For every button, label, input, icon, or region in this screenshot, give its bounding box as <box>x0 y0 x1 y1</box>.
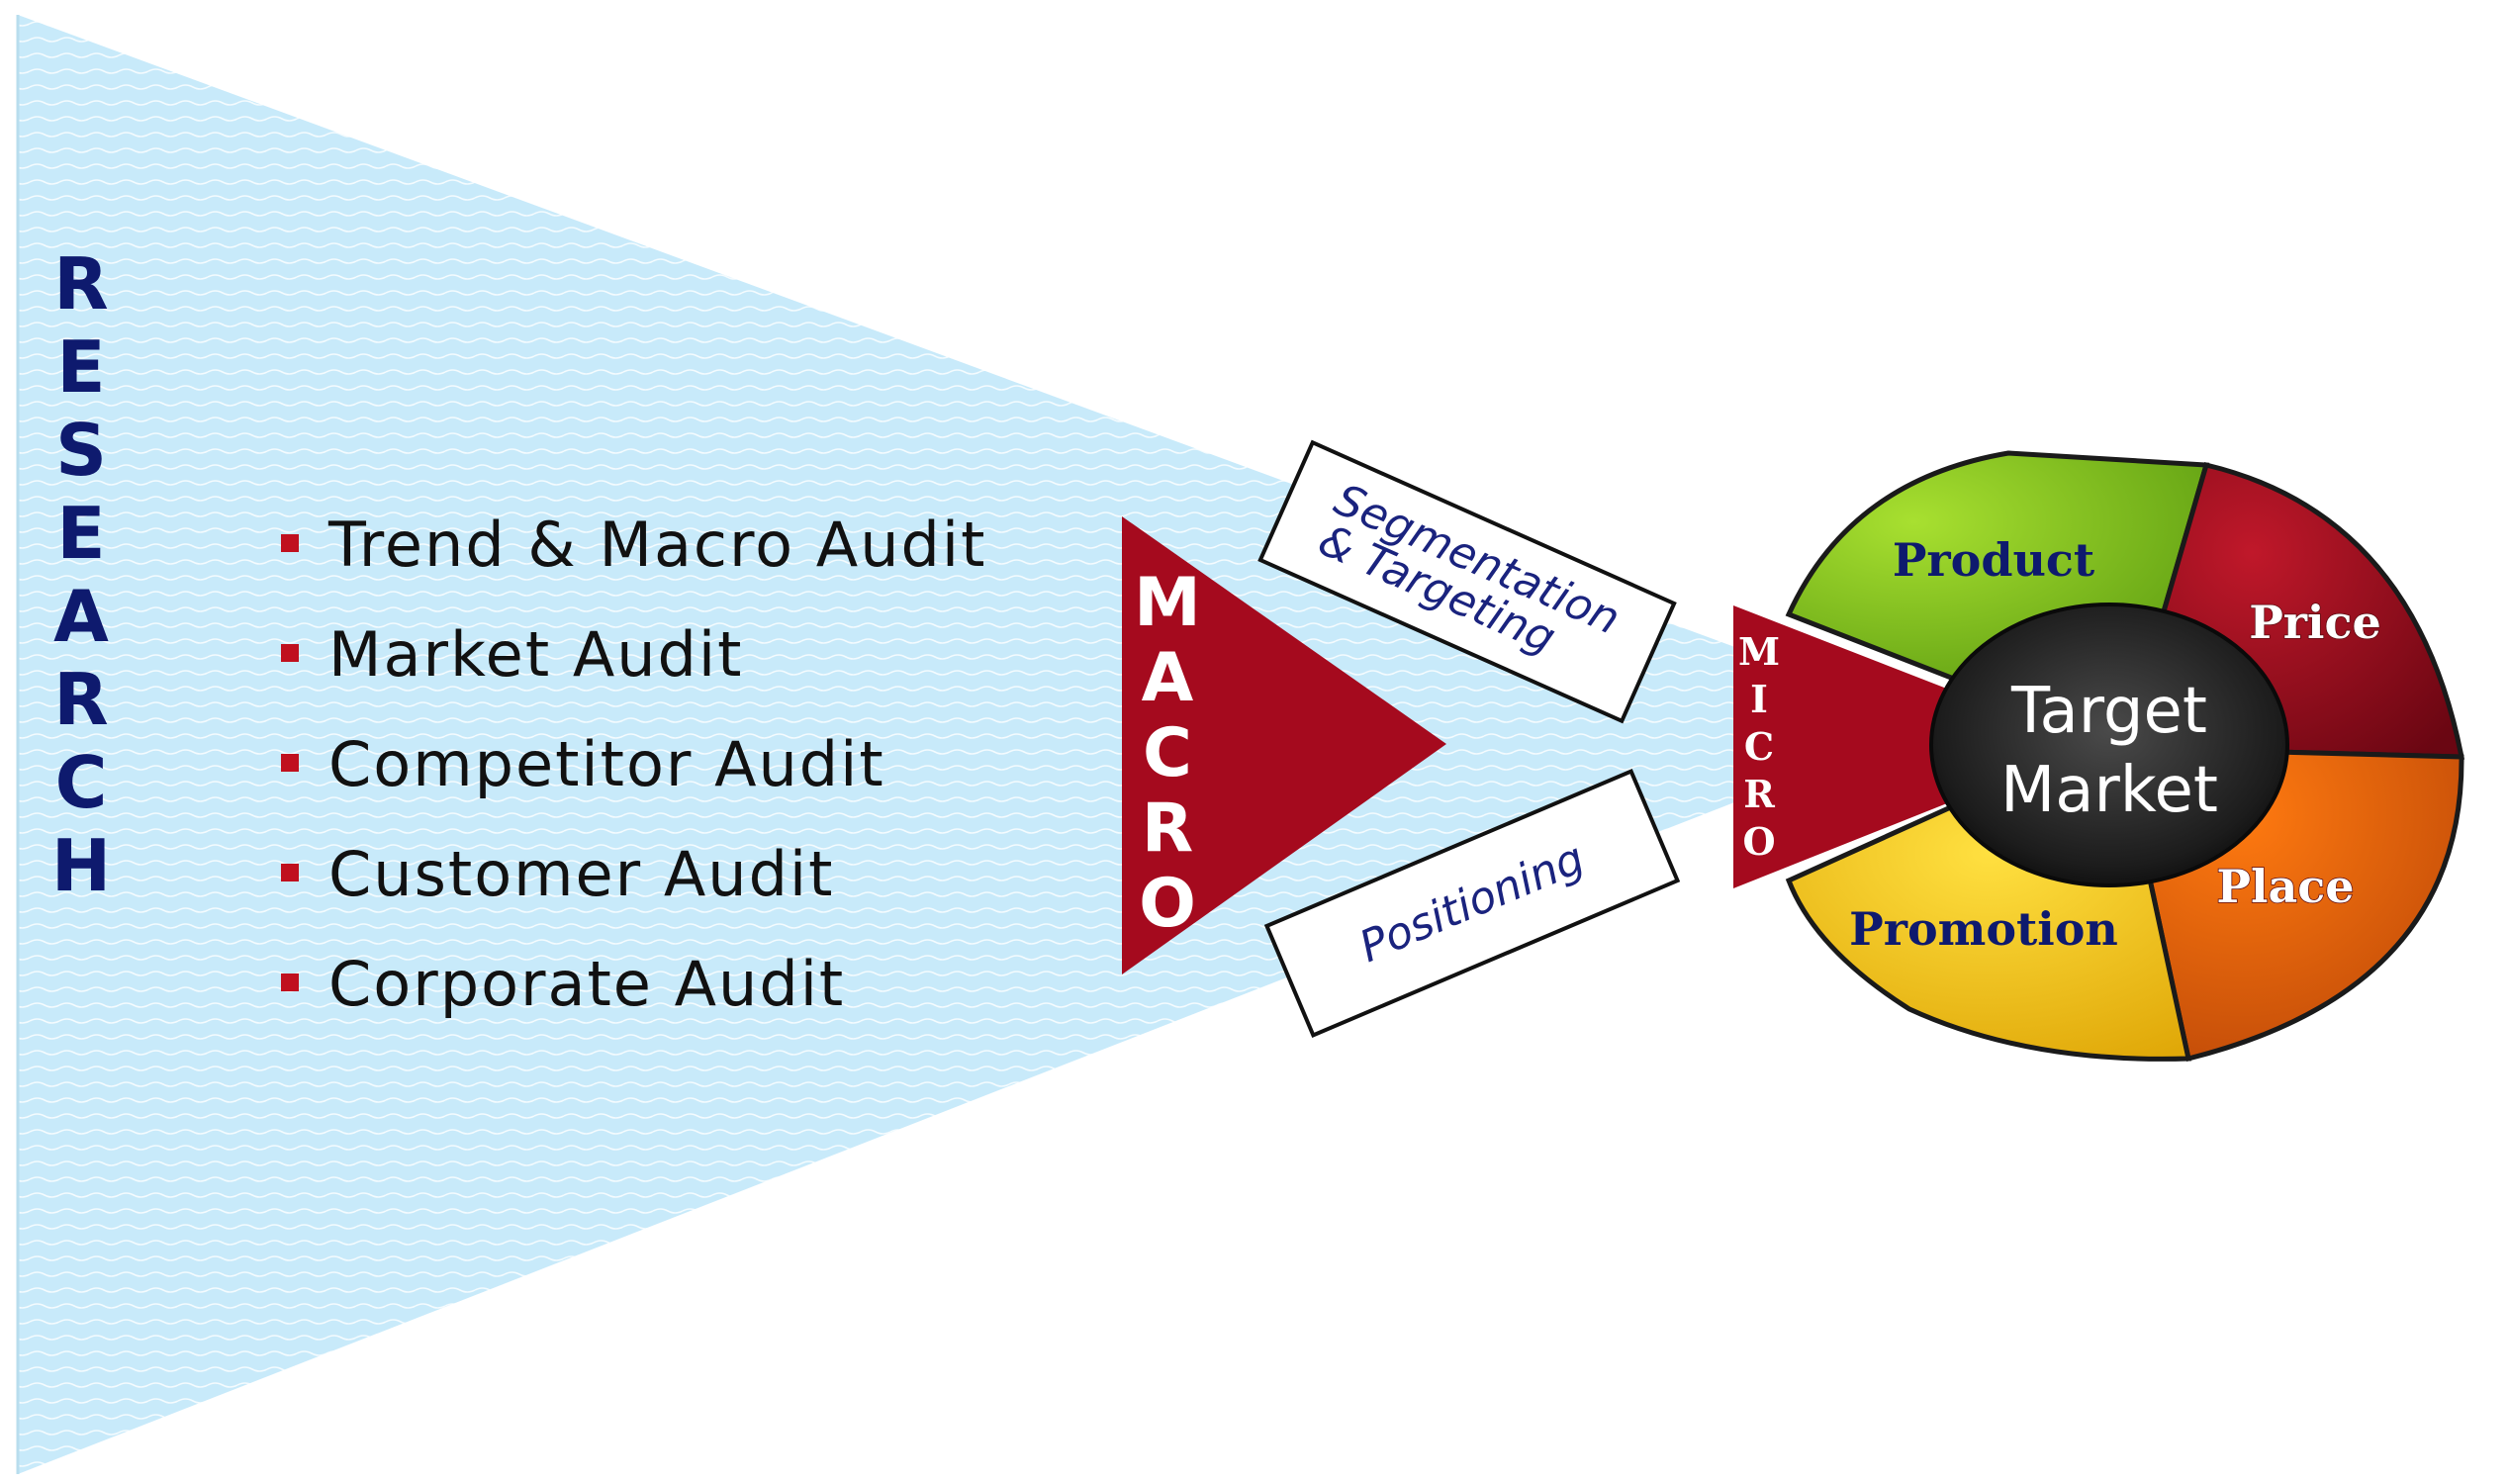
macro-letter: R <box>1142 789 1193 868</box>
bullet-icon <box>281 534 299 552</box>
target-label: Target <box>2010 675 2207 748</box>
research-letter: A <box>53 575 109 658</box>
product-label: Product <box>1893 533 2095 587</box>
micro-letter: O <box>1742 819 1775 864</box>
research-letter: E <box>56 325 105 409</box>
bullet-icon <box>281 974 299 991</box>
research-letter: R <box>53 658 108 741</box>
macro-triangle <box>1122 516 1446 974</box>
macro-label: M A C R O <box>1134 564 1201 943</box>
macro-letter: O <box>1139 865 1196 943</box>
micro-letter: M <box>1738 629 1780 674</box>
micro-letter: R <box>1743 772 1775 816</box>
research-letter: H <box>51 824 111 907</box>
marketing-mix-labels: Product Price Place Promotion <box>1849 533 2381 956</box>
audit-item-market: Market Audit <box>328 618 743 691</box>
micro-label: M I C R O <box>1738 629 1780 864</box>
micro-letter: I <box>1750 677 1768 721</box>
audit-item-competitor: Competitor Audit <box>328 728 885 800</box>
price-label: Price <box>2249 596 2381 649</box>
target-market-circle <box>1929 603 2289 887</box>
micro-triangle <box>1733 605 1957 888</box>
macro-letter: A <box>1142 639 1194 717</box>
audit-item-customer: Customer Audit <box>328 838 834 910</box>
bullet-icon <box>281 644 299 662</box>
micro-letter: C <box>1744 724 1774 769</box>
research-letter: R <box>53 242 108 325</box>
bullet-icon <box>281 864 299 881</box>
macro-letter: M <box>1134 564 1201 642</box>
research-letter: S <box>55 409 107 492</box>
macro-letter: C <box>1143 714 1192 792</box>
promotion-label: Promotion <box>1849 902 2118 956</box>
market-label: Market <box>2000 754 2218 827</box>
bullet-icon <box>281 754 299 772</box>
research-letter: E <box>56 492 105 575</box>
audit-item-trend-macro: Trend & Macro Audit <box>327 509 986 581</box>
place-label: Place <box>2216 860 2354 913</box>
audit-list: Trend & Macro Audit Market Audit Competi… <box>281 509 986 1020</box>
research-label: R E S E A R C H <box>51 242 111 907</box>
research-letter: C <box>55 741 108 824</box>
audit-item-corporate: Corporate Audit <box>328 948 845 1020</box>
research-funnel <box>18 15 1939 1474</box>
